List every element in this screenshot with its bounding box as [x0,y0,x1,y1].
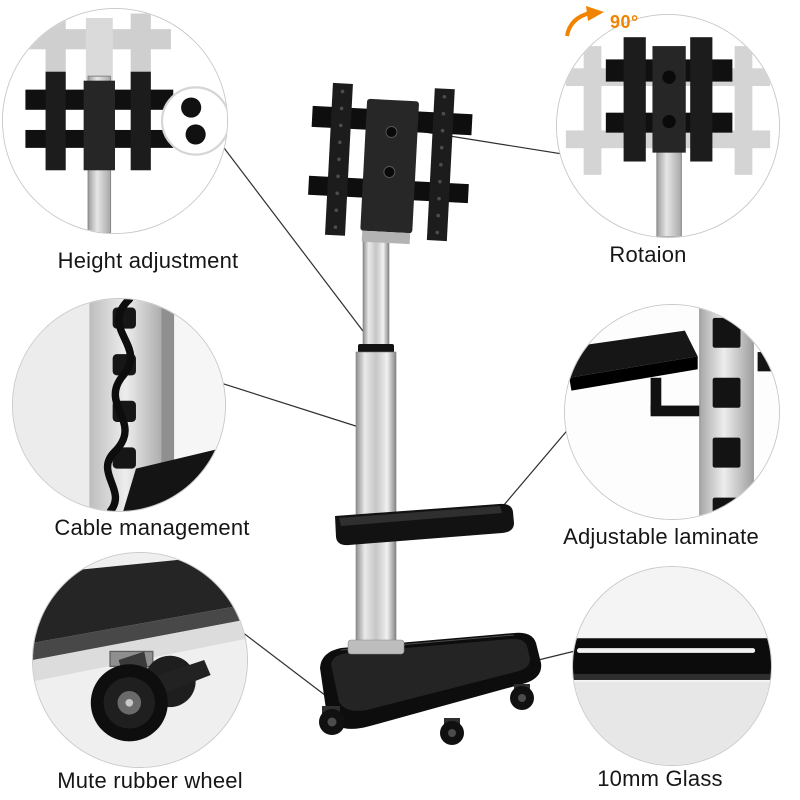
feature-label-glass-thickness: 10mm Glass [597,766,723,791]
feature-label-adjustable-laminate: Adjustable laminate [563,524,759,549]
caster-wheels [319,684,534,745]
height-adjustment-photo [2,8,228,234]
tv-mount-bracket [308,82,473,245]
rotation-icon [557,15,779,237]
adjustable-laminate-photo [564,304,780,520]
feature-label-rotation: Rotaion [609,242,687,267]
middle-shelf [335,503,514,546]
adjustable-laminate-icon [565,305,779,519]
rotation-arrow-icon [565,6,604,37]
mute-rubber-wheel-photo [32,552,248,768]
caster-wheel-icon [33,553,247,767]
cable-management-photo [12,298,226,512]
feature-label-height-adjustment: Height adjustment [57,248,239,273]
feature-label-cable-management: Cable management [54,515,250,540]
aluminum-pole [347,239,405,655]
feature-label-mute-rubber-wheel: Mute rubber wheel [57,768,243,793]
rotation-degrees-annotation: 90° [610,12,639,32]
glass-thickness-photo [572,566,772,766]
glass-edge-icon [573,567,771,765]
height-adjustment-icon [3,9,227,233]
rotation-photo [556,14,780,238]
cable-management-icon [13,299,225,511]
